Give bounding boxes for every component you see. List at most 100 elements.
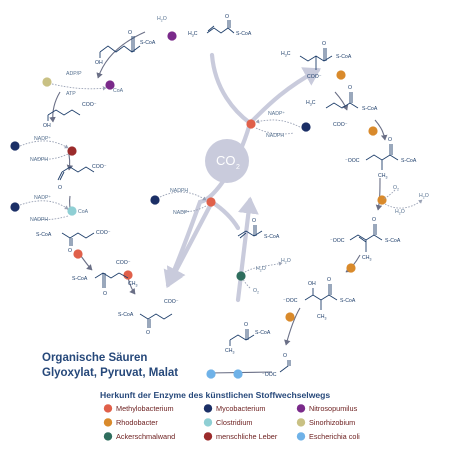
cof-dash-nadph-right-b	[255, 127, 295, 135]
cycle-arrow-top	[209, 52, 321, 126]
svg-text:O: O	[146, 330, 150, 336]
legend-label-clostridium: Clostridium	[216, 418, 253, 427]
legend-dot-escherichia-coli	[296, 432, 306, 441]
coa-label-left: CoA	[78, 209, 89, 215]
svg-text:O: O	[283, 353, 287, 359]
legend-title: Herkunft der Enzyme des künstlichen Stof…	[100, 390, 330, 400]
cof-dash-o2-right	[382, 189, 396, 200]
cof-dash-h2o-bottom	[244, 261, 283, 273]
o2-bottom-label: O2	[253, 288, 259, 295]
svg-text:COO⁻: COO⁻	[307, 74, 322, 80]
h2o-bottom-label-1: H2O	[256, 266, 266, 273]
cof-dash-h2o-right	[384, 199, 423, 209]
svg-text:S-CoA: S-CoA	[401, 158, 417, 164]
organic-acids-line2: Glyoxylat, Pyruvat, Malat	[42, 367, 178, 379]
cof-dash-nadph-left-1	[19, 140, 69, 149]
cycle-arrow-bottom-up	[235, 196, 259, 303]
outer-arrow-6	[127, 277, 136, 295]
cof-dash-nadph-left-2b	[35, 215, 69, 220]
co2-label: CO	[216, 153, 236, 168]
enzyme-dot-clostridium	[67, 206, 77, 216]
molecule-methylmalonyl-coa-a: O S-CoA COO⁻ CH3	[72, 260, 138, 297]
molecule-succinyl-coa: O S-CoA COO⁻	[36, 230, 111, 254]
svg-text:COO⁻: COO⁻	[92, 164, 107, 170]
outer-arrow-7	[334, 91, 349, 111]
svg-text:O: O	[322, 41, 326, 47]
legend-dot-ackerschmalwand	[103, 432, 113, 441]
svg-text:OH: OH	[95, 60, 103, 66]
legend-dot-sinorhizobium	[296, 418, 306, 427]
outer-arrow-9	[375, 177, 383, 211]
enzyme-dot-menschliche-leber-1	[67, 146, 77, 156]
cof-dash-nadph-center-b	[179, 205, 207, 212]
svg-text:S-CoA: S-CoA	[362, 106, 378, 112]
h2o-top-label: H2O	[157, 16, 167, 23]
legend-dot-methylobacterium	[103, 404, 113, 413]
svg-text:CH3: CH3	[317, 314, 327, 321]
molecule-propionyl-coa: O S-CoA CH3	[225, 322, 271, 355]
o2-right-label: O2	[393, 185, 399, 192]
enzyme-dot-mycobacterium-2	[10, 202, 20, 212]
svg-text:O: O	[252, 218, 256, 224]
svg-text:S-CoA: S-CoA	[340, 298, 356, 304]
cof-dash-nadph-center	[159, 191, 207, 201]
svg-text:O: O	[68, 248, 72, 254]
svg-text:S-CoA: S-CoA	[236, 31, 252, 37]
enzyme-dot-methylobacterium-2	[123, 270, 133, 280]
legend-dot-rhodobacter	[103, 418, 113, 427]
outer-arrow-2	[49, 91, 61, 123]
legend-dot-mycobacterium	[203, 404, 213, 413]
enzyme-dot-rhodobacter-1	[336, 70, 346, 80]
enzyme-dot-escherichia-coli-2	[233, 369, 243, 379]
legend-label-ackerschmalwand: Ackerschmalwand	[116, 432, 175, 441]
cycle-arrow-branch	[209, 199, 241, 231]
svg-text:O: O	[348, 85, 352, 91]
svg-text:S-CoA: S-CoA	[72, 276, 88, 282]
adp-label: ADP/P	[66, 71, 82, 77]
nadph-left-2: NADPH	[30, 217, 48, 223]
molecule-mesaconyl-coa: O ⁻OOC S-CoA CH3	[330, 217, 401, 262]
legend-label-methylobacterium: Methylobacterium	[116, 404, 174, 413]
co2-circle	[205, 139, 249, 183]
nadp-center: NADP⁺	[173, 210, 190, 216]
coa-label-top: CoA	[113, 88, 124, 94]
legend-dot-clostridium	[203, 418, 213, 427]
svg-text:⁻OOC: ⁻OOC	[345, 158, 360, 164]
molecule-succinate-semialdehyde: O COO⁻	[57, 164, 107, 191]
cycle-arrow-to-bottom-left	[166, 199, 215, 285]
enzyme-dot-ackerschmalwand	[236, 271, 246, 281]
enzyme-dot-rhodobacter-5	[285, 312, 295, 322]
svg-text:O: O	[103, 291, 107, 297]
svg-text:O: O	[58, 185, 62, 191]
enzyme-dot-sinorhizobium	[42, 77, 52, 87]
enzyme-dot-mycobacterium-1	[10, 141, 20, 151]
cof-dash-atp	[51, 83, 107, 91]
legend-label-escherichia-coli: Escherichia coli	[309, 432, 360, 441]
nadph-right: NADPH	[266, 133, 284, 139]
svg-text:⁻OOC: ⁻OOC	[262, 372, 277, 378]
svg-text:S-CoA: S-CoA	[336, 54, 352, 60]
outer-arrow-11	[284, 307, 301, 346]
co2-subscript: 2	[236, 164, 240, 171]
legend-dot-menschliche-leber	[203, 432, 213, 441]
svg-text:S-CoA: S-CoA	[118, 312, 134, 318]
atp-label: ATP	[66, 91, 76, 97]
svg-text:O: O	[244, 322, 248, 328]
svg-text:S-CoA: S-CoA	[140, 40, 156, 46]
svg-text:H3C: H3C	[188, 31, 198, 38]
molecule-hydroxybutyrate: OH COO⁻	[43, 102, 97, 129]
legend-label-nitrosopumilus: Nitrosopumilus	[309, 404, 358, 413]
legend-label-rhodobacter: Rhodobacter	[116, 418, 158, 427]
svg-text:S-CoA: S-CoA	[255, 330, 271, 336]
organic-acids-line1: Organische Säuren	[42, 352, 147, 364]
enzyme-dot-nitrosopumilus-1	[167, 31, 177, 41]
nadp-left-2: NADP⁺	[34, 195, 51, 201]
svg-text:CH3: CH3	[378, 173, 388, 180]
legend-dot-nitrosopumilus	[296, 404, 306, 413]
cof-dash-nadph-left-1b	[35, 153, 69, 160]
svg-text:O: O	[372, 217, 376, 223]
svg-text:COO⁻: COO⁻	[333, 122, 348, 128]
legend-label-sinorhizobium: Sinorhizobium	[309, 418, 355, 427]
outer-arrow-8	[374, 119, 388, 141]
